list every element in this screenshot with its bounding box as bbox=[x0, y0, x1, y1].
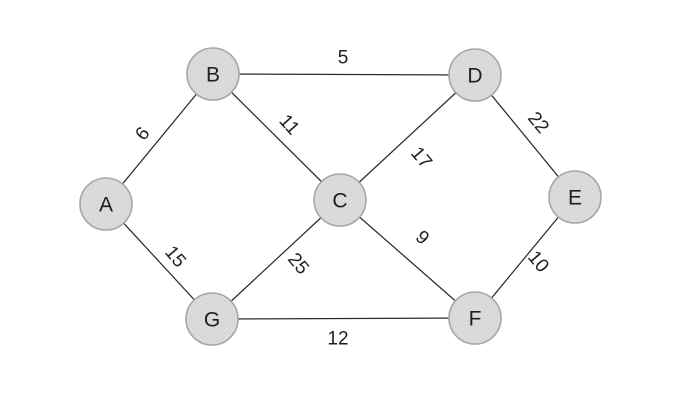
edge-B-C bbox=[212, 73, 341, 201]
node-D: D bbox=[448, 48, 502, 102]
node-G-circle bbox=[185, 292, 239, 346]
node-B-circle bbox=[186, 47, 240, 101]
edge-weight-E-F: 10 bbox=[523, 247, 553, 277]
node-E-label: E bbox=[568, 187, 582, 210]
edge-C-G bbox=[211, 199, 341, 320]
edge-weight-C-D: 17 bbox=[406, 143, 436, 173]
node-F: F bbox=[448, 291, 502, 345]
edge-C-F bbox=[339, 199, 476, 319]
node-G-label: G bbox=[204, 309, 220, 332]
node-A-label: A bbox=[99, 194, 113, 217]
node-F-circle bbox=[448, 291, 502, 345]
node-B-label: B bbox=[206, 64, 220, 87]
node-E: E bbox=[548, 170, 602, 224]
edge-weight-B-C: 11 bbox=[275, 111, 304, 140]
edge-C-D bbox=[339, 74, 476, 201]
edge-weight-A-B: 6 bbox=[132, 123, 155, 145]
edge-weight-D-E: 22 bbox=[523, 108, 553, 138]
node-C-label: C bbox=[332, 190, 347, 213]
edge-weight-C-F: 9 bbox=[411, 227, 433, 250]
node-A-circle bbox=[79, 177, 133, 231]
node-E-circle bbox=[548, 170, 602, 224]
edge-F-G bbox=[211, 317, 476, 320]
node-G: G bbox=[185, 292, 239, 346]
node-C-circle bbox=[313, 173, 367, 227]
node-B: B bbox=[186, 47, 240, 101]
edge-B-D bbox=[212, 73, 476, 76]
node-C: C bbox=[313, 173, 367, 227]
node-F-label: F bbox=[469, 308, 482, 331]
edge-weight-C-G: 25 bbox=[283, 249, 313, 279]
node-D-label: D bbox=[467, 65, 482, 88]
node-D-circle bbox=[448, 48, 502, 102]
edge-A-B bbox=[105, 73, 214, 205]
edge-weight-B-D: 5 bbox=[338, 48, 349, 69]
node-A: A bbox=[79, 177, 133, 231]
edge-weight-F-G: 12 bbox=[327, 329, 348, 350]
